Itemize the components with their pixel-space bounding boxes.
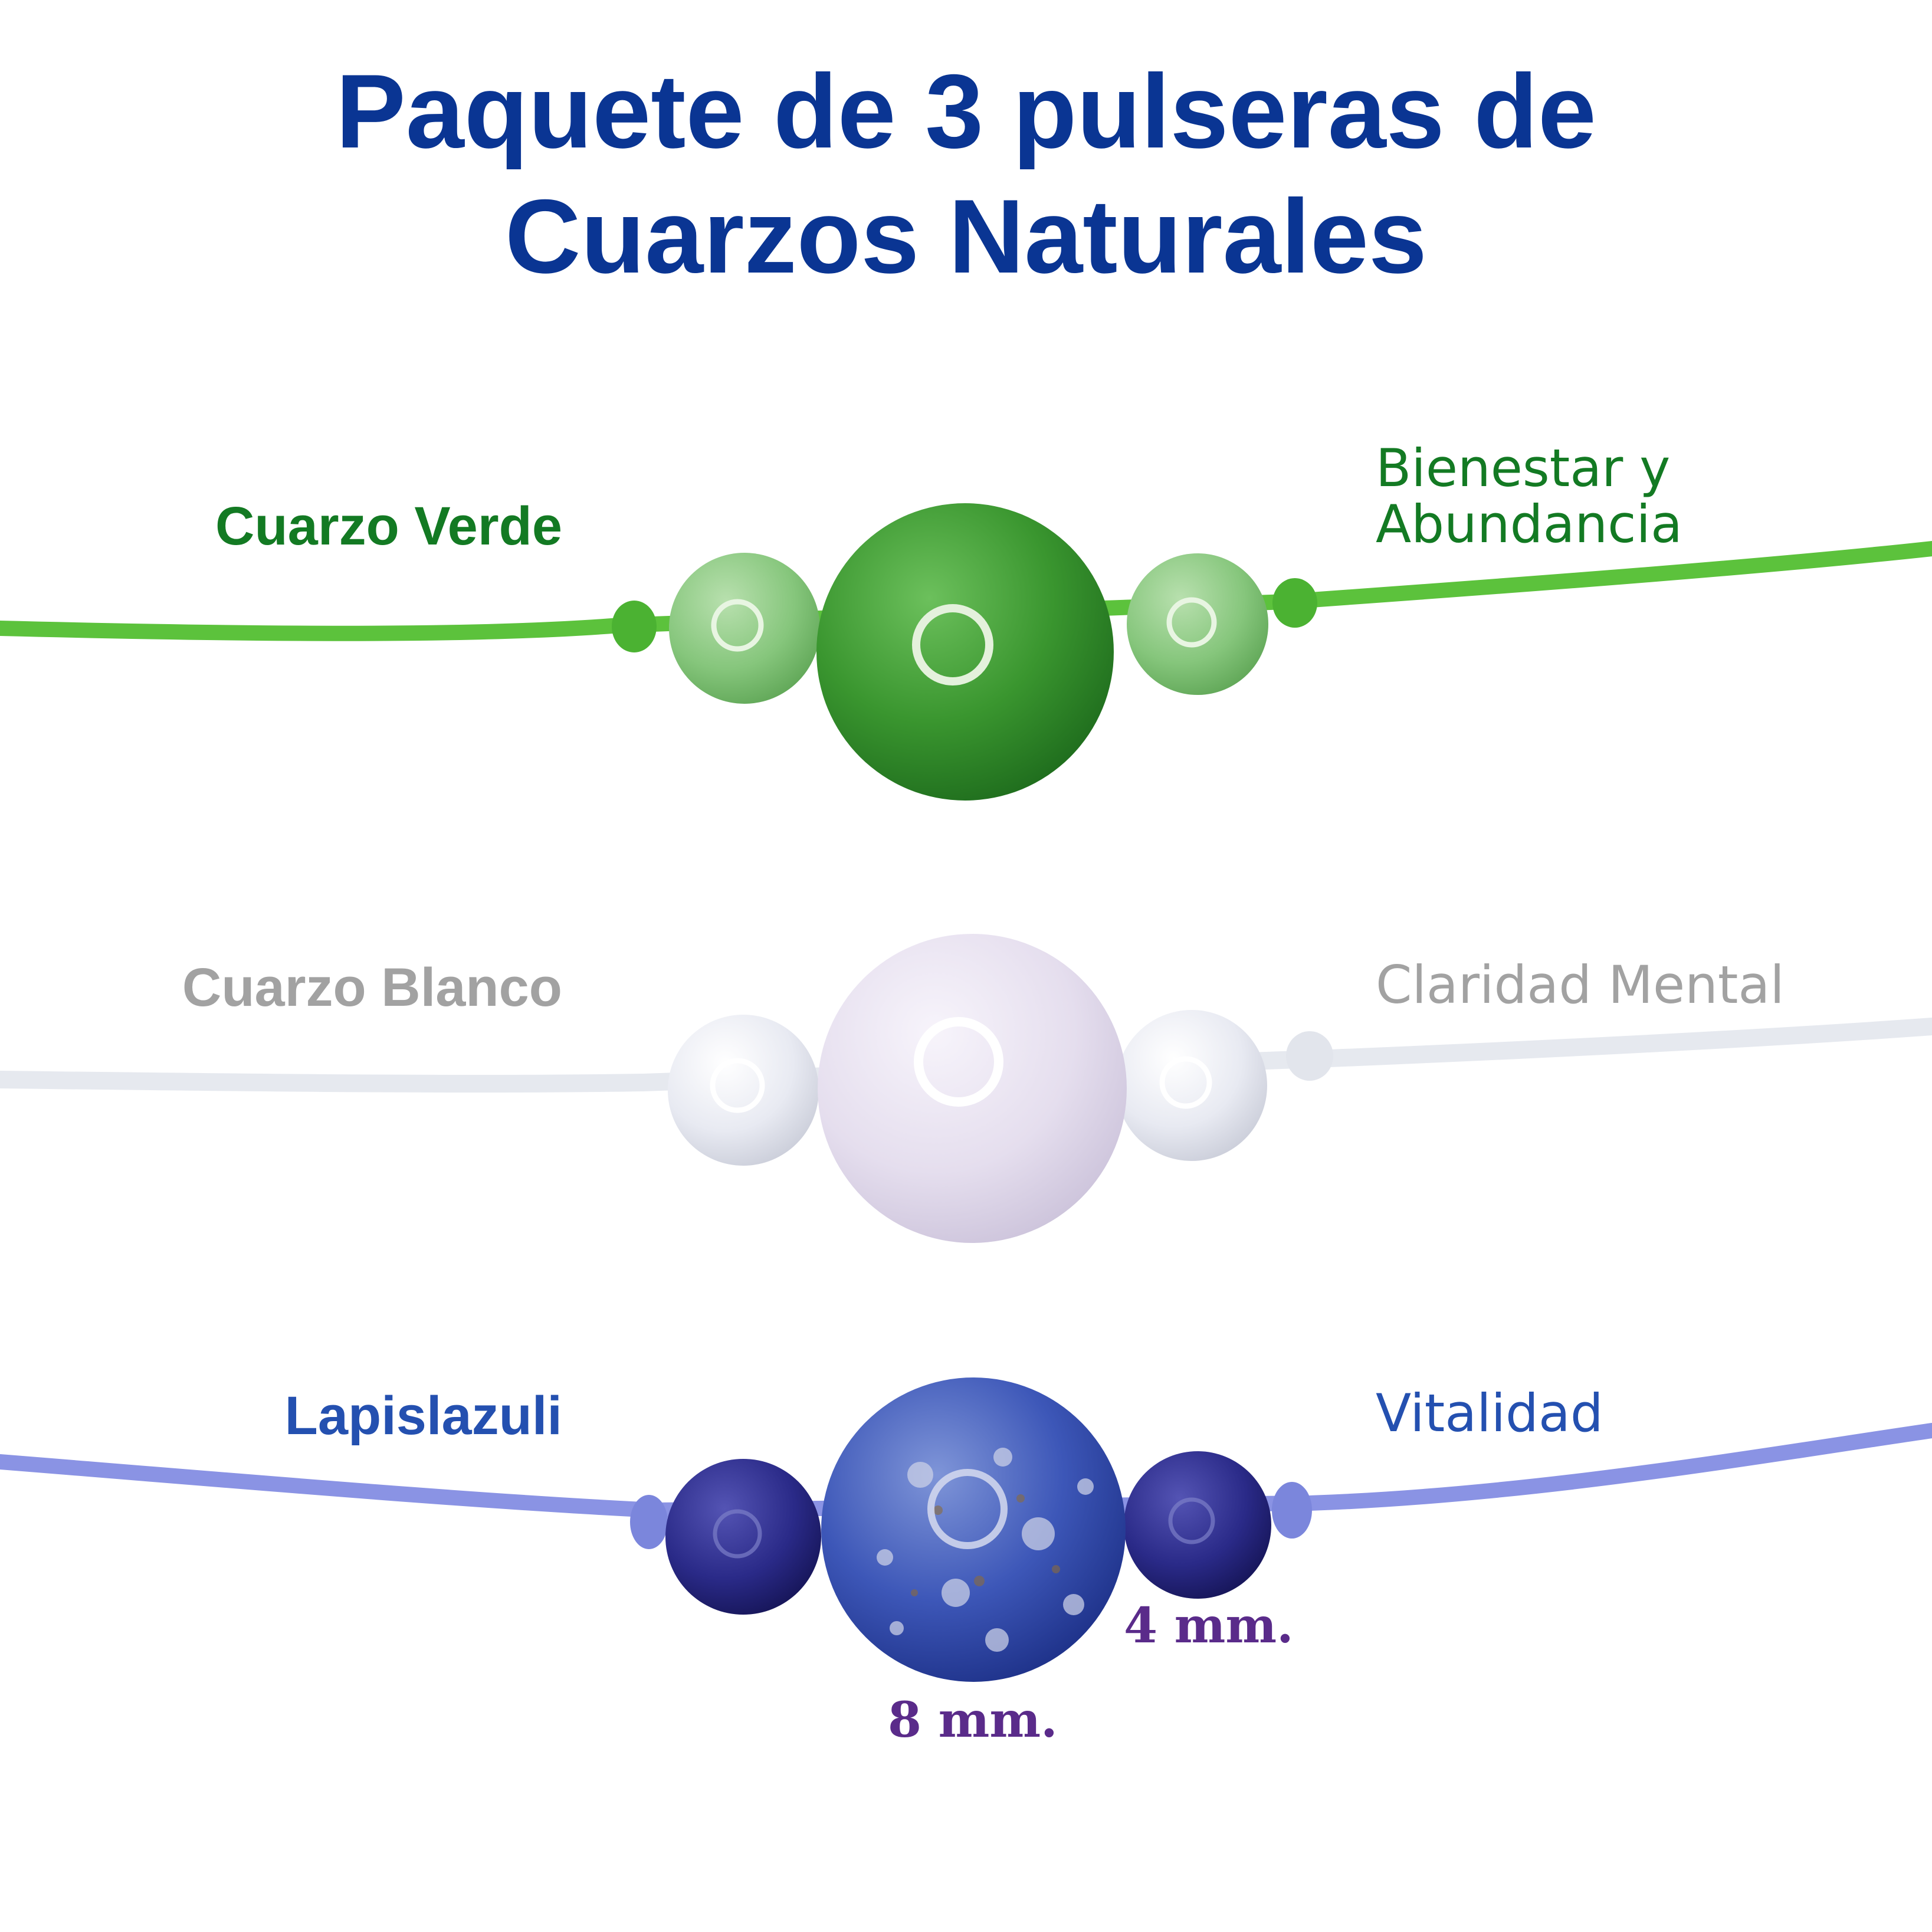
lapis-dark-flecks xyxy=(911,1494,1060,1596)
bracelet-lapis xyxy=(0,1377,1932,1682)
lapis-small-bead-left xyxy=(665,1459,821,1615)
lapis-knot-left xyxy=(630,1495,668,1549)
green-knot-right xyxy=(1272,578,1317,628)
white-small-bead-right xyxy=(1116,1010,1267,1161)
meaning-green-line-2: Abundancia xyxy=(1376,494,1682,555)
white-large-bead xyxy=(818,934,1127,1243)
green-small-hole-left xyxy=(711,599,764,652)
meaning-white: Claridad Mental xyxy=(1376,954,1785,1015)
title-line-2: Cuarzos Naturales xyxy=(505,178,1427,295)
lapis-small-bead-right xyxy=(1124,1451,1271,1599)
size-label-small-bead: 4 mm. xyxy=(1124,1598,1294,1654)
bracelet-green xyxy=(0,503,1932,801)
bracelet-white xyxy=(0,934,1932,1243)
green-large-bead xyxy=(816,503,1114,801)
green-bead-hole xyxy=(912,604,993,685)
lapis-large-bead xyxy=(821,1377,1126,1682)
lapis-speckles xyxy=(877,1448,1094,1652)
stone-name-lapis: Lapislazuli xyxy=(284,1386,562,1446)
stone-name-green: Cuarzo Verde xyxy=(215,496,562,556)
white-small-hole-right xyxy=(1159,1056,1212,1109)
lapis-knot-right xyxy=(1272,1482,1312,1539)
size-label-large-bead: 8 mm. xyxy=(888,1692,1058,1749)
green-small-bead-right xyxy=(1127,553,1268,695)
title-line-1: Paquete de 3 pulseras de xyxy=(336,53,1596,170)
lapis-bead-hole xyxy=(927,1469,1008,1549)
white-small-bead-left xyxy=(668,1015,819,1166)
white-small-hole-left xyxy=(710,1058,765,1113)
green-small-hole-right xyxy=(1166,597,1217,648)
meaning-green-line-1: Bienestar y xyxy=(1376,438,1671,498)
stone-name-white: Cuarzo Blanco xyxy=(182,957,562,1018)
green-knot-left xyxy=(612,601,657,652)
white-knot-right xyxy=(1286,1031,1333,1081)
lapis-small-hole-right xyxy=(1168,1497,1215,1544)
green-small-bead-left xyxy=(669,553,820,704)
lapis-small-hole-left xyxy=(713,1509,762,1559)
white-bead-hole xyxy=(914,1017,1003,1107)
white-cord xyxy=(0,1018,1932,1093)
meaning-lapis: Vitalidad xyxy=(1376,1383,1603,1444)
